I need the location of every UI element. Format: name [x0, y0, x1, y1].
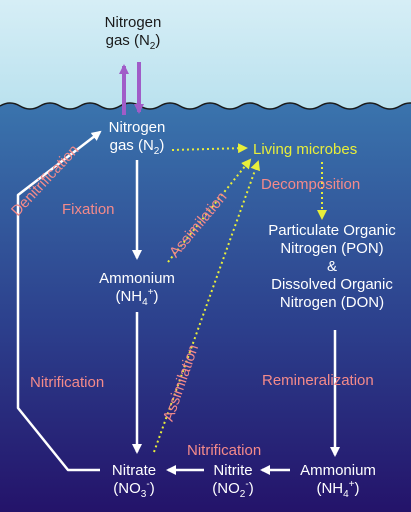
- atmosphere-nitrogen-gas-label: Nitrogen gas (N2): [104, 14, 162, 52]
- denitrification-arrow: [16, 130, 102, 472]
- ammonium-upper-line1: Ammonium: [99, 270, 175, 287]
- n2-to-microbes-arrow: [171, 143, 248, 154]
- fixation-label: Fixation: [62, 201, 115, 218]
- nitrite-label: Nitrite (NO2-): [212, 462, 254, 500]
- pon-line2: Nitrogen (PON): [280, 240, 384, 257]
- water-surface-line: [0, 102, 411, 110]
- pon-don-label: Particulate Organic Nitrogen (PON) & Dis…: [268, 222, 396, 312]
- ocean-nitrogen-gas-label: Nitrogen gas (N2): [108, 119, 166, 157]
- ammonium-upper-label: Ammonium (NH4+): [99, 270, 175, 308]
- nitrite-name: Nitrite: [213, 462, 253, 479]
- assimilation-arrow-lower: [153, 160, 261, 453]
- nitrification-bottom-label: Nitrification: [187, 442, 262, 459]
- nitrate-label: Nitrate (NO3-): [111, 462, 157, 500]
- atmosphere-n2-line2: gas (N2): [105, 32, 161, 52]
- nitrite-formula: (NO2-): [212, 479, 254, 500]
- ammonium-upper-line2: (NH4+): [115, 287, 159, 308]
- remineralization-label: Remineralization: [262, 372, 374, 389]
- don-line2: Nitrogen (DON): [279, 294, 385, 311]
- nitrate-name: Nitrate: [111, 462, 157, 479]
- sky-region: [0, 0, 411, 112]
- nitrate-formula: (NO3-): [113, 479, 155, 500]
- decomposition-label: Decomposition: [261, 176, 361, 193]
- atmosphere-n2-line1: Nitrogen: [104, 14, 162, 31]
- pon-don-ampersand: &: [326, 258, 337, 275]
- ammonium-lower-line2: (NH4+): [316, 479, 360, 500]
- living-microbes-label: Living microbes: [253, 141, 358, 158]
- ammonium-lower-line1: Ammonium: [300, 462, 376, 479]
- ammonium-lower-label: Ammonium (NH4+): [300, 462, 376, 500]
- pon-line1: Particulate Organic: [268, 222, 396, 239]
- don-line1: Dissolved Organic: [271, 276, 393, 293]
- nitrification-left-label: Nitrification: [30, 374, 105, 391]
- ocean-n2-line1: Nitrogen: [108, 119, 166, 136]
- ocean-region: [0, 103, 411, 512]
- assimilation-arrow-upper: [167, 158, 252, 263]
- ocean-n2-line2: gas (N2): [109, 137, 165, 157]
